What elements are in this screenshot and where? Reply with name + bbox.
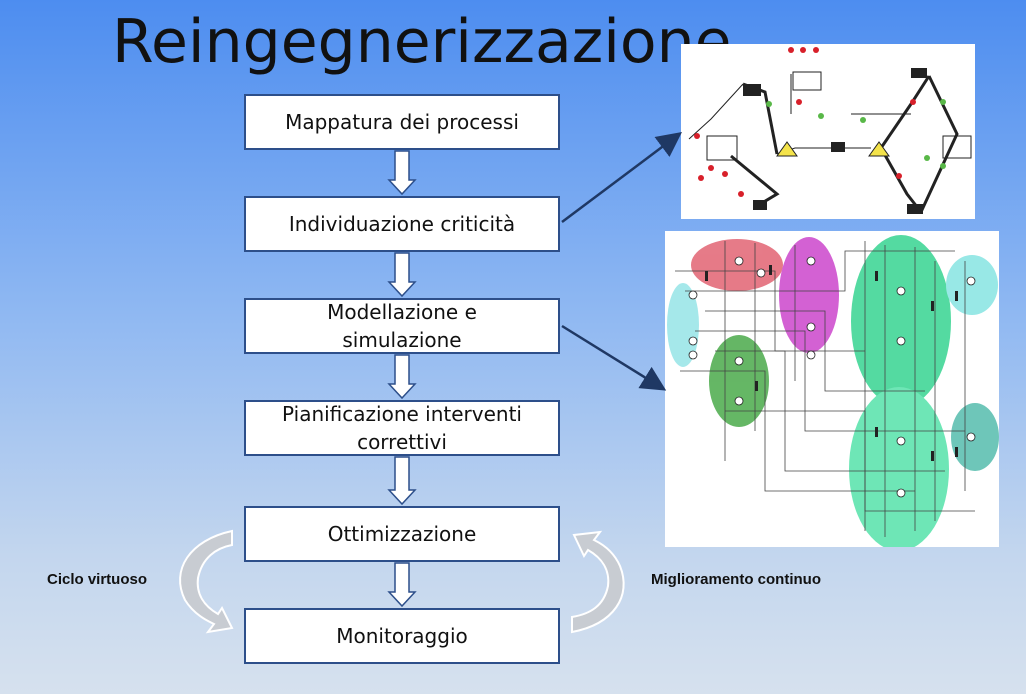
label-miglioramento-continuo: Miglioramento continuo (651, 571, 821, 588)
page-title: Reingegnerizzazione (112, 7, 732, 77)
process-map-image (681, 44, 975, 219)
connector-to-petri-net (561, 324, 667, 391)
petri-net-image (665, 231, 999, 551)
cycle-arrow-left (179, 529, 234, 634)
down-arrow-4 (387, 456, 417, 506)
flow-arrows (387, 150, 417, 608)
down-arrow-1 (387, 150, 417, 196)
step-individuazione: Individuazione criticità (244, 196, 560, 252)
down-arrow-5 (387, 562, 417, 608)
down-arrow-2 (387, 252, 417, 298)
step-modellazione: Modellazione e simulazione (244, 298, 560, 354)
connector-to-process-map (561, 132, 682, 223)
petri-net-drawing (667, 235, 999, 551)
down-arrow-3 (387, 354, 417, 400)
step-pianificazione: Pianificazione interventi correttivi (244, 400, 560, 456)
label-ciclo-virtuoso: Ciclo virtuoso (47, 571, 148, 588)
step-monitoraggio: Monitoraggio (244, 608, 560, 664)
step-ottimizzazione: Ottimizzazione (244, 506, 560, 562)
process-map-drawing (688, 47, 972, 214)
cycle-arrow-right (571, 530, 625, 634)
step-mappatura: Mappatura dei processi (244, 94, 560, 150)
